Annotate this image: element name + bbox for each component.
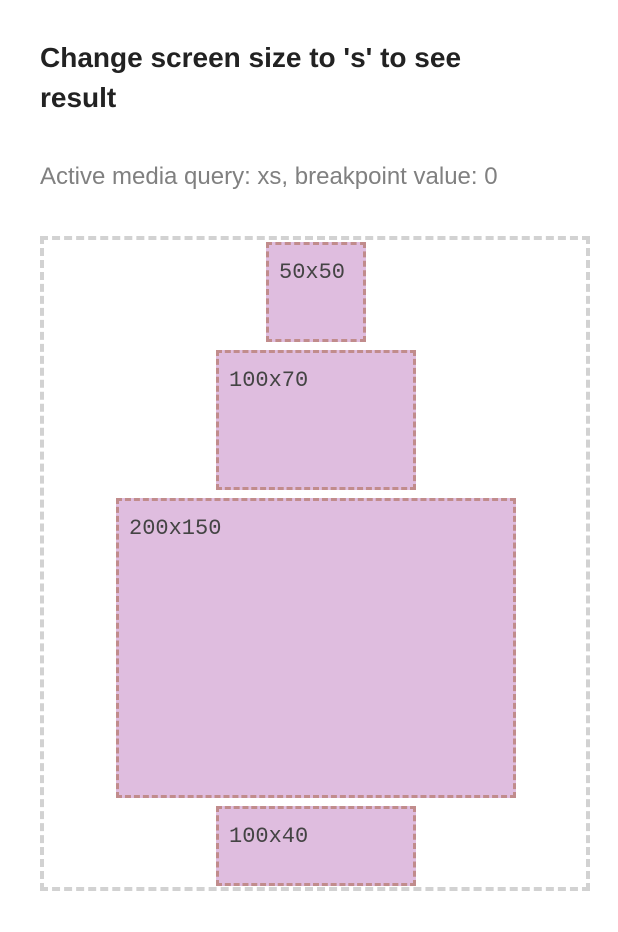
box-50x50: 50x50: [266, 242, 366, 342]
box-100x40: 100x40: [216, 806, 416, 886]
media-query-status: Active media query: xs, breakpoint value…: [40, 163, 498, 190]
box-200x150: 200x150: [116, 498, 516, 798]
box-100x70: 100x70: [216, 350, 416, 490]
page-title: Change screen size to 's' to see result: [40, 42, 462, 113]
boxes-container: 50x50 100x70 200x150 100x40: [40, 236, 590, 891]
